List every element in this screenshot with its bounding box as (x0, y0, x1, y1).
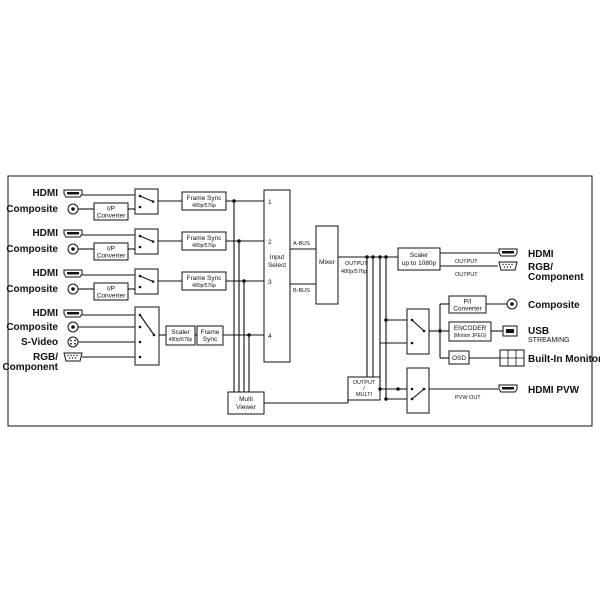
output-label-rgb: OUTPUT (455, 272, 478, 278)
output-switch-lower (406, 367, 430, 414)
input2-hdmi-label: HDMI (32, 228, 58, 239)
hdmi-connector-icon (498, 248, 518, 257)
input4-hdmi-label: HDMI (32, 308, 58, 319)
ip-converter-1 (93, 202, 129, 221)
input3-hdmi-label: HDMI (32, 268, 58, 279)
mixer (315, 225, 339, 305)
output-monitor-label: Built-In Monitor (528, 354, 600, 365)
input-select-port-3: 3 (268, 279, 272, 286)
input4-svideo-label: S-Video (21, 337, 58, 348)
input-select-port-2: 2 (268, 239, 272, 246)
pi-converter-label: P/I (464, 299, 472, 306)
output-multi-sublabel: MULTI (356, 392, 373, 398)
input1-composite-label: Composite (6, 204, 58, 215)
output-composite-label: Composite (528, 300, 580, 311)
input2-composite-label: Composite (6, 244, 58, 255)
hdmi-connector-icon (63, 309, 83, 318)
scaler-input-res: 480p/576p (169, 337, 193, 343)
bnc-connector-icon (67, 283, 79, 295)
encoder-sublabel: (Motion JPEG) (454, 333, 487, 339)
usb-connector-icon (502, 325, 518, 337)
ip-converter-2-sublabel: Converter (97, 253, 126, 260)
hdmi-connector-icon (63, 229, 83, 238)
bnc-connector-icon (67, 321, 79, 333)
b-bus-label: B-BUS (293, 288, 310, 294)
osd-label: OSD (452, 355, 466, 362)
frame-sync-2-label: Frame Sync (186, 235, 222, 242)
ip-converter-3-sublabel: Converter (97, 293, 126, 300)
output-usb-label: USB (528, 326, 549, 337)
hdmi-connector-icon (498, 384, 518, 393)
mixer-label: Mixer (319, 259, 336, 266)
multi-viewer-label: Multi (239, 396, 253, 403)
input-select-port-1: 1 (268, 199, 272, 206)
frame-sync-4-sublabel: Sync (203, 336, 218, 343)
output-streaming-label: STREAMING (528, 337, 570, 344)
frame-sync-4-label: Frame (201, 329, 220, 336)
input1-hdmi-label: HDMI (32, 188, 58, 199)
frame-sync-1-label: Frame Sync (186, 195, 222, 202)
input-select-sublabel: Select (268, 262, 286, 269)
input4-selector-switch (134, 306, 160, 366)
vga-connector-icon (63, 352, 83, 362)
ip-converter-1-label: I/P (107, 206, 115, 213)
multi-viewer-sublabel: Viewer (236, 404, 257, 411)
output-component-label: Component (528, 272, 584, 283)
diagram-border (7, 175, 593, 427)
frame-sync-3-res: 480p/576p (192, 283, 216, 289)
ip-converter-3 (93, 282, 129, 301)
ip-converter-2 (93, 242, 129, 261)
vga-connector-icon (498, 261, 518, 271)
pi-converter-sublabel: Converter (453, 306, 482, 313)
svideo-connector-icon (67, 336, 79, 348)
hdmi-connector-icon (63, 189, 83, 198)
monitor-icon (499, 349, 525, 367)
input-select (263, 189, 291, 363)
frame-sync-3-label: Frame Sync (186, 275, 222, 282)
output-multi-separator: / (363, 386, 365, 392)
ip-converter-1-sublabel: Converter (97, 213, 126, 220)
input3-composite-label: Composite (6, 284, 58, 295)
switch-icon (134, 228, 159, 255)
hdmi-connector-icon (63, 269, 83, 278)
output-rgb-label: RGB/ (528, 262, 553, 273)
input-select-port-4: 4 (268, 333, 272, 340)
scaler-output-label: Scaler (410, 252, 429, 259)
frame-sync-2-res: 480p/576p (192, 243, 216, 249)
ip-converter-3-label: I/P (107, 286, 115, 293)
encoder-label: ENCODER (454, 325, 487, 332)
output-switch-upper (406, 308, 430, 355)
input4-rgb-label: RGB/ (33, 352, 58, 363)
mixer-output-label: OUTPUT (345, 261, 368, 267)
output-hdmi-label: HDMI (528, 249, 554, 260)
a-bus-label: A-BUS (293, 241, 310, 247)
output-multi-label: OUTPUT (353, 380, 376, 386)
scaler-output (397, 247, 441, 271)
frame-sync-1-res: 480p/576p (192, 203, 216, 209)
pvw-out-label: PVW OUT (455, 395, 481, 401)
input4-composite-label: Composite (6, 322, 58, 333)
scaler-input-label: Scaler (171, 329, 190, 336)
input-select-label: Input (270, 254, 285, 261)
switch-icon (134, 188, 159, 215)
bnc-connector-icon (67, 243, 79, 255)
output-hdmi-pvw-label: HDMI PVW (528, 385, 580, 396)
output-label-hdmi: OUTPUT (455, 259, 478, 265)
input4-component-label: Component (2, 362, 58, 373)
ip-converter-2-label: I/P (107, 246, 115, 253)
scaler-output-sublabel: up to 1080p (402, 260, 437, 267)
bnc-connector-icon (506, 298, 518, 310)
bnc-connector-icon (67, 203, 79, 215)
mixer-output-res: 480p/576p (341, 269, 367, 275)
switch-icon (134, 268, 159, 295)
